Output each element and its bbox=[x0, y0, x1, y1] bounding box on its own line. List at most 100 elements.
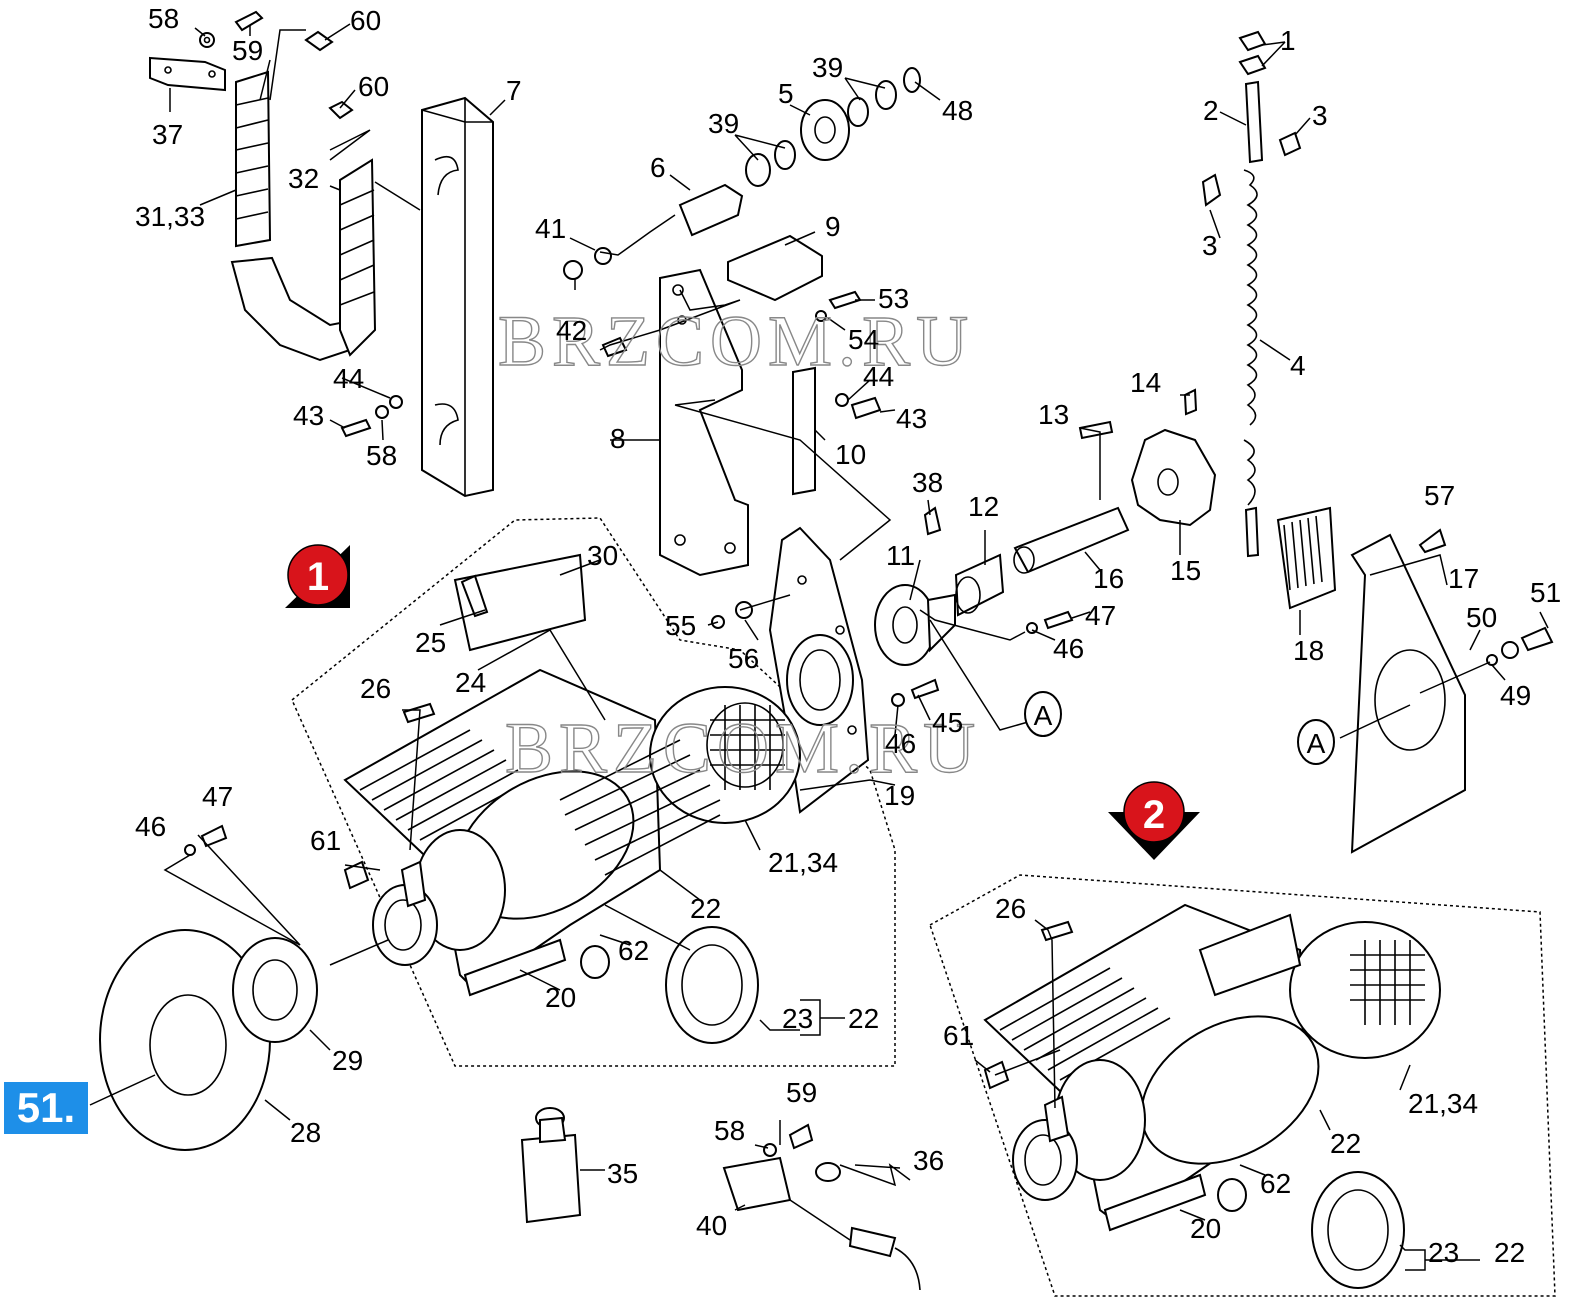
variant2-badge: 2 bbox=[1108, 781, 1200, 860]
callout: 46 bbox=[135, 811, 166, 842]
callout: 42 bbox=[556, 315, 587, 346]
watermark-middle: BRZCOM.RU bbox=[505, 708, 981, 788]
gearmotor-variant1 bbox=[343, 553, 801, 1044]
callout: 62 bbox=[618, 935, 649, 966]
callout: 16 bbox=[1093, 563, 1124, 594]
callout: 3 bbox=[1312, 100, 1328, 131]
callout: 2 bbox=[1203, 95, 1219, 126]
cable-chain-group bbox=[149, 10, 494, 498]
callout: 21,34 bbox=[768, 847, 838, 878]
callout: 24 bbox=[455, 667, 486, 698]
callout: 30 bbox=[587, 540, 618, 571]
callout: 47 bbox=[202, 781, 233, 812]
callout: 1 bbox=[1280, 25, 1296, 56]
callout: 61 bbox=[943, 1020, 974, 1051]
callout: 55 bbox=[665, 610, 696, 641]
callout: 22 bbox=[1330, 1128, 1361, 1159]
callout: 12 bbox=[968, 491, 999, 522]
drive-group bbox=[711, 388, 1217, 814]
callout: 35 bbox=[607, 1158, 638, 1189]
disc-group bbox=[99, 824, 318, 1151]
callout: 23 bbox=[782, 1003, 813, 1034]
callout: 44 bbox=[863, 361, 894, 392]
callout: 58 bbox=[714, 1115, 745, 1146]
callout: 48 bbox=[942, 95, 973, 126]
callout: 31,33 bbox=[135, 201, 205, 232]
callout: 6 bbox=[650, 152, 666, 183]
callout: 53 bbox=[878, 283, 909, 314]
page-number-tag: 51. bbox=[4, 1082, 88, 1134]
callout: 4 bbox=[1290, 350, 1306, 381]
svg-text:A: A bbox=[1307, 728, 1326, 759]
callout: 17 bbox=[1448, 563, 1479, 594]
callout-labels: 58 59 60 37 31,33 32 60 7 44 43 58 39 5 … bbox=[135, 3, 1561, 1268]
callout: 23 bbox=[1428, 1237, 1459, 1268]
leader-lines bbox=[89, 23, 1549, 1271]
callout: 62 bbox=[1260, 1168, 1291, 1199]
callout: 60 bbox=[350, 5, 381, 36]
vertical-chain-group bbox=[1201, 30, 1302, 558]
variant2-boundary bbox=[929, 874, 1556, 1297]
callout: 41 bbox=[535, 213, 566, 244]
callout: 8 bbox=[610, 423, 626, 454]
callout: 15 bbox=[1170, 555, 1201, 586]
callout: 9 bbox=[825, 211, 841, 242]
bracket-plates-group bbox=[563, 234, 882, 577]
callout: 57 bbox=[1424, 480, 1455, 511]
callout: 18 bbox=[1293, 635, 1324, 666]
callout: 28 bbox=[290, 1117, 321, 1148]
callout: 3 bbox=[1202, 230, 1218, 261]
callout: 43 bbox=[896, 403, 927, 434]
callout: 46 bbox=[1053, 633, 1084, 664]
accessories-group bbox=[520, 1107, 921, 1291]
callout: 19 bbox=[884, 780, 915, 811]
callout: 22 bbox=[848, 1003, 879, 1034]
callout: 59 bbox=[786, 1077, 817, 1108]
callout: 46 bbox=[885, 728, 916, 759]
callout: 56 bbox=[728, 643, 759, 674]
svg-text:2: 2 bbox=[1143, 793, 1165, 837]
variant1-badge: 1 bbox=[285, 544, 350, 608]
callout: 38 bbox=[912, 467, 943, 498]
callout: 39 bbox=[812, 52, 843, 83]
callout: 5 bbox=[778, 78, 794, 109]
reference-marker-a2: A bbox=[1297, 719, 1335, 765]
svg-text:1: 1 bbox=[307, 555, 329, 599]
callout: 21,34 bbox=[1408, 1088, 1478, 1119]
callout: 14 bbox=[1130, 367, 1161, 398]
callout: 20 bbox=[545, 982, 576, 1013]
callout: 39 bbox=[708, 108, 739, 139]
callout: 25 bbox=[415, 627, 446, 658]
callout: 40 bbox=[696, 1210, 727, 1241]
callout: 32 bbox=[288, 163, 319, 194]
callout: 49 bbox=[1500, 680, 1531, 711]
callout: 51 bbox=[1530, 577, 1561, 608]
svg-text:A: A bbox=[1034, 700, 1053, 731]
callout: 58 bbox=[366, 440, 397, 471]
callout: 22 bbox=[690, 893, 721, 924]
reference-marker-a1: A bbox=[1024, 691, 1062, 737]
callout: 61 bbox=[310, 825, 341, 856]
callout: 20 bbox=[1190, 1213, 1221, 1244]
callout: 54 bbox=[848, 324, 879, 355]
guard-group bbox=[1276, 506, 1554, 854]
callout: 37 bbox=[152, 119, 183, 150]
callout: 60 bbox=[358, 71, 389, 102]
callout: 11 bbox=[886, 540, 915, 571]
callout: 59 bbox=[232, 35, 263, 66]
callout: 50 bbox=[1466, 602, 1497, 633]
gearmotor-variant2 bbox=[983, 903, 1441, 1289]
watermark-top: BRZCOM.RU bbox=[498, 301, 974, 381]
callout: 26 bbox=[995, 893, 1026, 924]
callout: 29 bbox=[332, 1045, 363, 1076]
callout: 58 bbox=[148, 3, 179, 34]
callout: 22 bbox=[1494, 1237, 1525, 1268]
callout: 36 bbox=[913, 1145, 944, 1176]
callout: 13 bbox=[1038, 399, 1069, 430]
callout: 26 bbox=[360, 673, 391, 704]
callout: 47 bbox=[1085, 600, 1116, 631]
bearing-group bbox=[678, 67, 921, 237]
callout: 10 bbox=[835, 439, 866, 470]
